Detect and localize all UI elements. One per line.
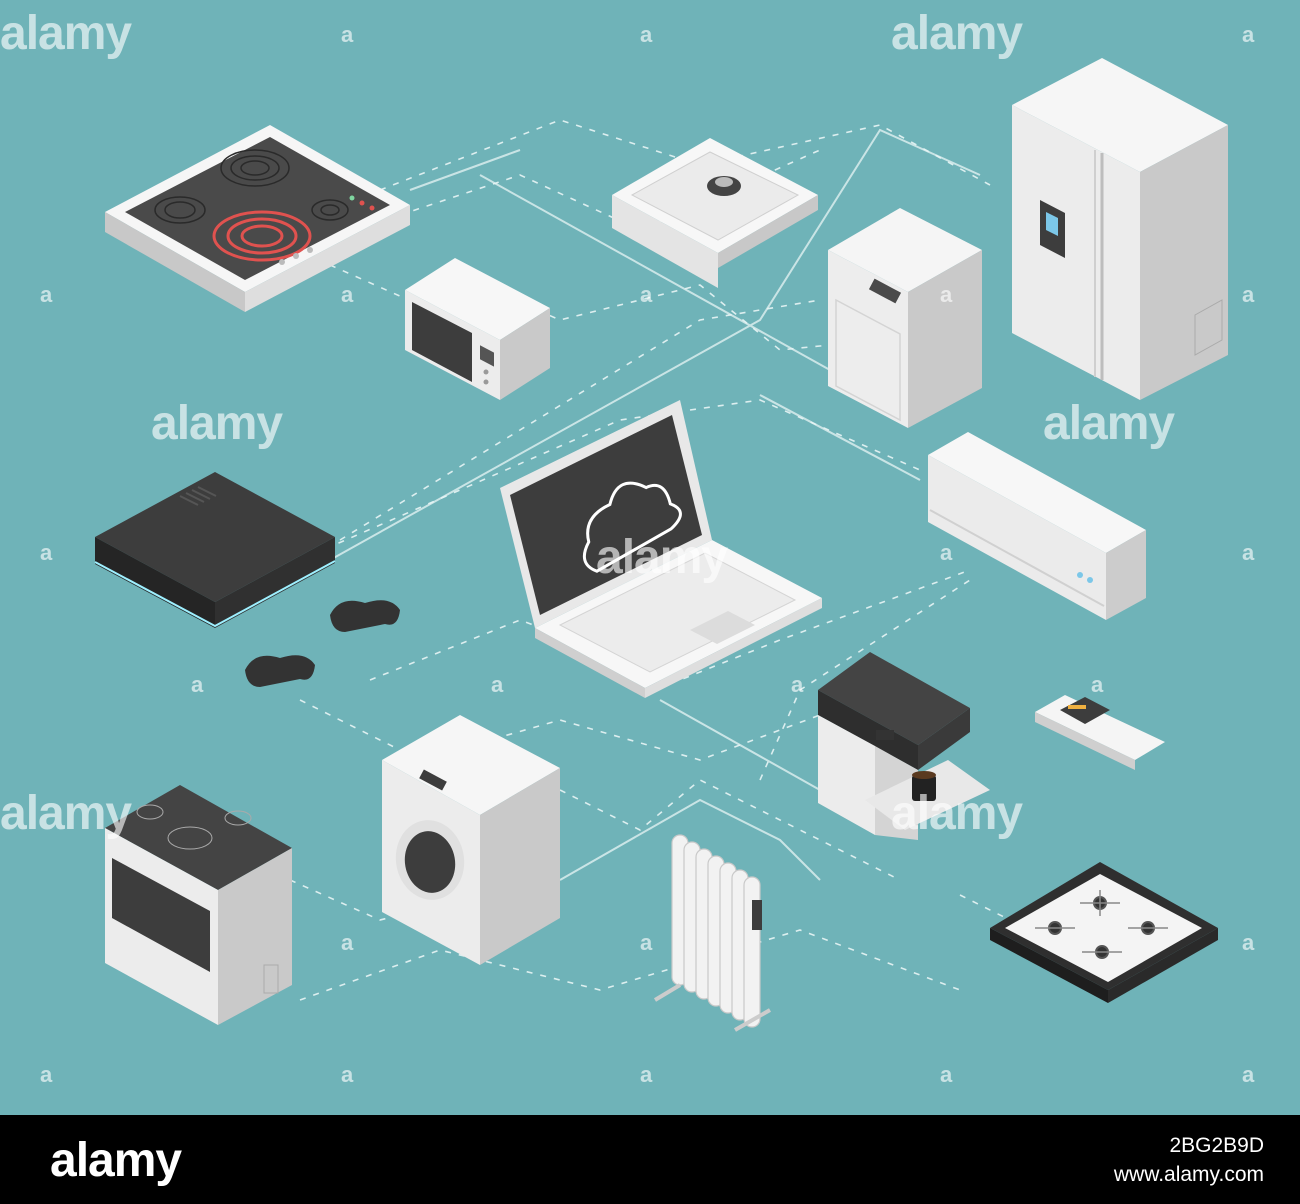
coffee-machine-icon [818, 652, 990, 840]
footer-info: 2BG2B9D www.alamy.com [1114, 1131, 1264, 1189]
remote-control-icon [1035, 695, 1165, 770]
watermark-mark: a [640, 1062, 653, 1087]
air-conditioner-icon [928, 432, 1146, 620]
watermark-mark: a [1242, 540, 1255, 565]
footer-logo: alamy [50, 1134, 182, 1187]
watermark-mark: a [1242, 282, 1255, 307]
microwave-icon [405, 258, 550, 400]
refrigerator-icon [1012, 58, 1228, 400]
watermark-mark: a [491, 672, 504, 697]
watermark-mark: a [1242, 22, 1255, 47]
smart-home-network [94, 58, 1228, 1032]
cloud-icon [582, 481, 682, 573]
watermark-mark: a [40, 1062, 53, 1087]
footer-bar: alamy 2BG2B9D www.alamy.com [0, 1115, 1300, 1204]
watermark-mark: a [40, 540, 53, 565]
watermark-mark: a [1091, 672, 1104, 697]
image-id: 2BG2B9D [1169, 1134, 1264, 1157]
watermark-mark: a [940, 282, 953, 307]
site-url: www.alamy.com [1113, 1163, 1264, 1186]
watermark-logo: alamy [0, 7, 132, 60]
watermark-mark: a [640, 282, 653, 307]
watermark-logo: alamy [891, 787, 1023, 840]
watermark-mark: a [640, 930, 653, 955]
watermark-mark: a [940, 540, 953, 565]
washing-machine-icon [382, 715, 560, 965]
watermark-mark: a [341, 930, 354, 955]
watermark-logo: alamy [151, 397, 283, 450]
dishwasher-icon [828, 208, 982, 428]
watermark-mark: a [1242, 1062, 1255, 1087]
watermark-mark: a [791, 672, 804, 697]
watermark-mark: a [640, 22, 653, 47]
watermark-logo: alamy [891, 7, 1023, 60]
watermark-mark: a [40, 282, 53, 307]
oil-radiator-icon [653, 834, 771, 1032]
watermark-logo: alamy [596, 531, 728, 584]
watermark-mark: a [341, 282, 354, 307]
range-hood-icon [612, 138, 818, 288]
watermark-mark: a [341, 1062, 354, 1087]
electric-stove-icon [105, 785, 292, 1025]
watermark-mark: a [940, 1062, 953, 1087]
game-console-icon [94, 472, 336, 628]
gamepad-icon [245, 600, 400, 687]
gas-hob-icon [990, 862, 1218, 1003]
watermark-mark: a [1242, 930, 1255, 955]
watermark-logo: alamy [1043, 397, 1175, 450]
laptop-icon [500, 400, 822, 698]
induction-hob-icon [105, 125, 410, 312]
watermark-mark: a [341, 22, 354, 47]
diagram-canvas: alamy alamy alamy alamy alamy alamy alam… [0, 0, 1300, 1115]
connection-lines-solid [329, 128, 981, 881]
watermark-logo: alamy [0, 787, 132, 840]
watermark-mark: a [191, 672, 204, 697]
